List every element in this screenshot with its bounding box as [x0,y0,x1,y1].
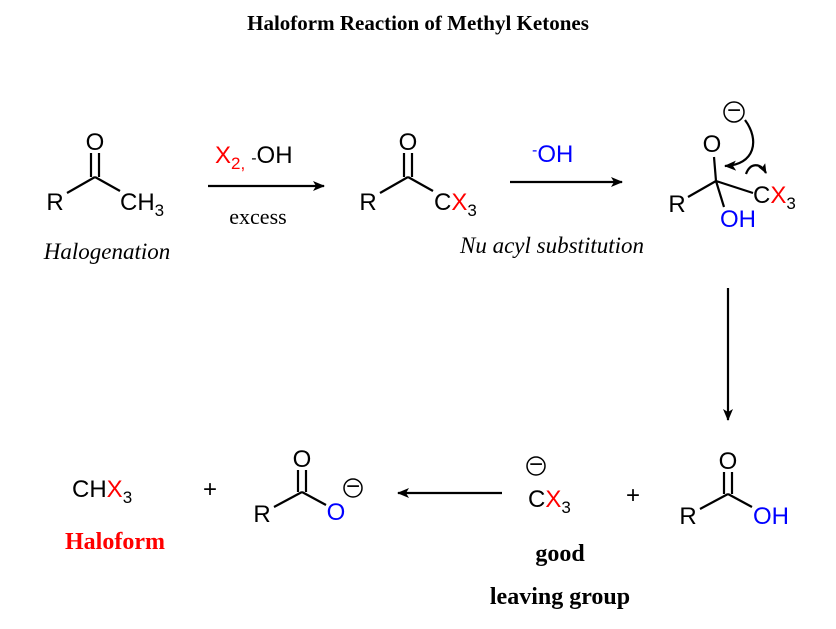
good-label: good [535,541,585,567]
plus-sign: + [203,476,217,503]
methyl-ketone: O R CH3 [46,129,164,220]
trihalomethyl-anion: − CX3 [526,451,571,517]
haloform-label: Haloform [65,529,165,555]
trihalomethyl-ketone: O R CX3 [359,129,477,220]
atom-o: O [399,129,418,156]
negative-charge-icon [526,456,546,476]
leaving-group-label: leaving group [490,584,630,610]
page-title: Haloform Reaction of Methyl Ketones [247,11,589,35]
cx3-group: CX3 [434,189,477,220]
tetrahedral-intermediate: O − R CX3 OH [668,97,796,233]
plus-sign: + [626,482,640,509]
atom-o: O [703,131,722,158]
electron-push-arrow-icon [724,119,755,171]
reagent-hydroxide: -OH [532,141,573,168]
halogenation-label: Halogenation [43,239,171,264]
nu-acyl-substitution-label: Nu acyl substitution [459,233,644,258]
atom-r: R [46,189,63,216]
charge-sign: − [529,451,543,478]
haloform-formula: CHX3 [72,476,132,507]
charge-sign: − [727,97,741,124]
hydroxyl-group: OH [753,503,789,530]
atom-r: R [359,189,376,216]
atom-o: O [86,129,105,156]
carboxylate: O R O − [253,446,363,528]
carboxylic-acid: O R OH [679,448,789,530]
atom-o: O [293,446,312,473]
hydroxyl-group: OH [720,206,756,233]
atom-r: R [679,503,696,530]
atom-o-anion: O [327,499,346,526]
charge-sign: − [346,473,360,500]
negative-charge-icon [343,478,363,498]
atom-o: O [719,448,738,475]
negative-charge-icon [723,101,745,123]
reagent-halogen: X2,-OH [215,142,293,173]
atom-r: R [668,191,685,218]
cx3-group: CX3 [528,486,571,517]
atom-r: R [253,501,270,528]
methyl-group: CH3 [120,189,164,220]
excess-label: excess [229,204,286,229]
cx3-group: CX3 [753,182,796,213]
bond-break-arrow-icon [744,163,767,175]
